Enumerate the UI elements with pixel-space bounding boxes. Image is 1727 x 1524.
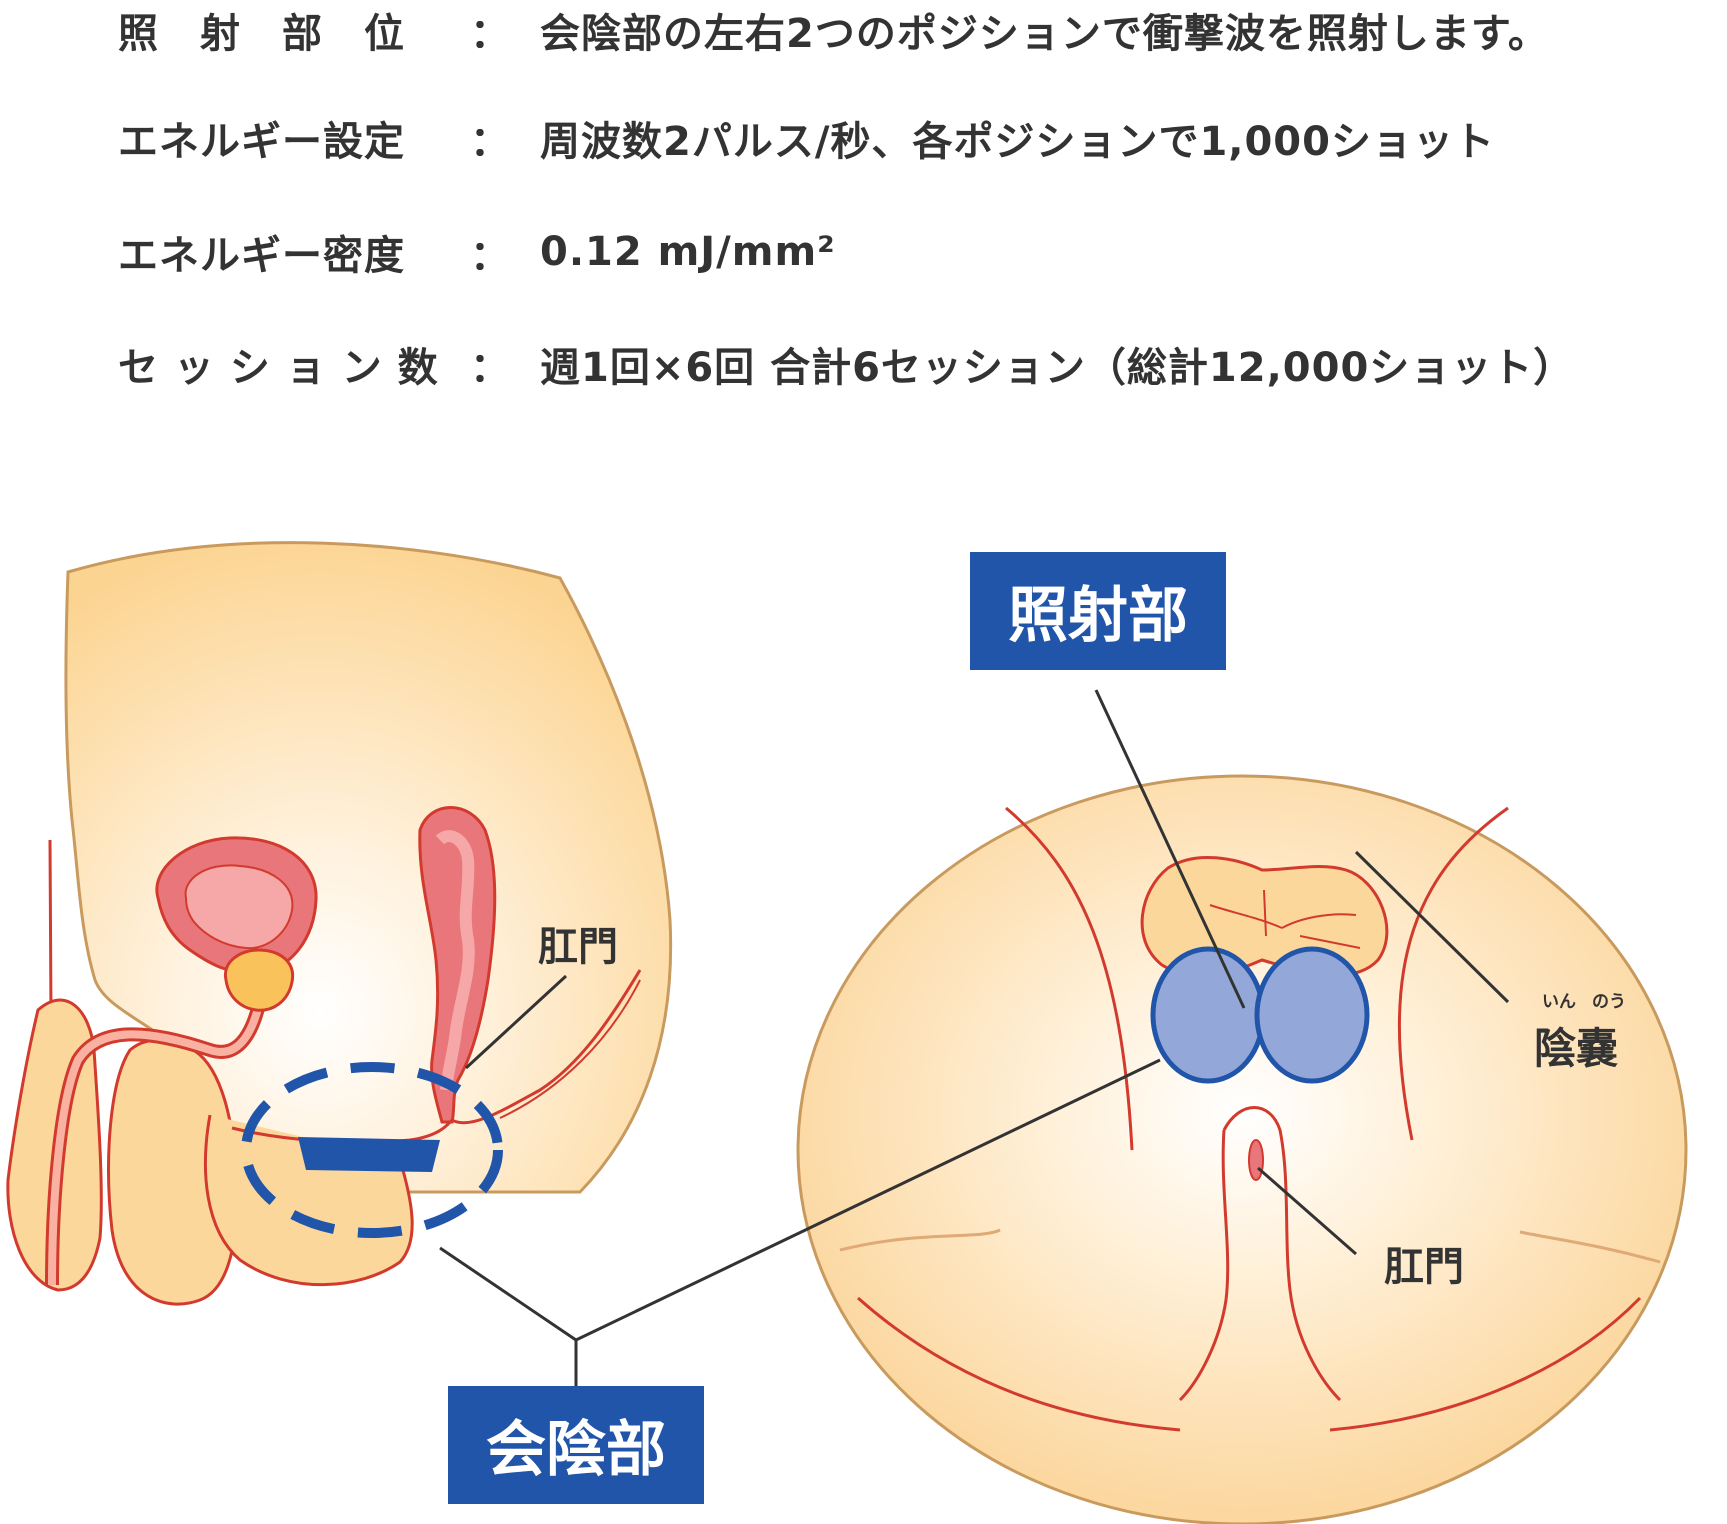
spec-row-sessions: セ ッ シ ョ ン 数 ： 週1回×6回 合計6セッション（総計12,000ショ…	[118, 334, 1574, 394]
gluteal-fold-right	[1329, 1296, 1642, 1432]
scrotum-ruby-in: いん	[1542, 992, 1576, 1012]
spec-colon: ：	[470, 11, 511, 57]
perineum-tag-text: 会陰部	[486, 1415, 666, 1485]
spec-value: 0.12 mJ/mm²	[540, 229, 836, 275]
spec-value: 周波数2パルス/秒、各ポジションで1,000ショット	[540, 119, 1495, 165]
perineum-view: いん のう 陰嚢 肛門	[796, 689, 1688, 1524]
gluteal-fold-left	[857, 1296, 1181, 1432]
spec-label: セ ッ シ ョ ン 数	[118, 345, 439, 391]
perineum-dashed-ellipse	[241, 1062, 503, 1238]
prostate	[223, 948, 295, 1012]
perineum-bracket	[439, 1058, 1161, 1386]
irradiation-leader	[1094, 689, 1246, 1009]
spec-colon: ：	[470, 345, 511, 391]
spec-row-position: 照 射 部 位 ： 会陰部の左右2つのポジションで衝撃波を照射します。	[118, 0, 1549, 60]
perineum-oval	[796, 774, 1688, 1524]
scrotum-ruby-nou: のう	[1592, 992, 1626, 1012]
bladder-inner	[184, 864, 294, 950]
spec-label: 照 射 部 位	[118, 11, 405, 57]
gluteal-line	[499, 979, 641, 1119]
perineum-tag-box	[448, 1386, 704, 1504]
anus-leader-right	[1257, 1166, 1357, 1256]
spec-label: エネルギー設定	[118, 119, 405, 165]
scrotum-fold-4	[1299, 935, 1361, 949]
rectum	[418, 806, 497, 1124]
target-right	[1254, 946, 1370, 1084]
rectum-inner	[435, 830, 475, 1091]
spec-row-energy-setting: エネルギー設定 ： 周波数2パルス/秒、各ポジションで1,000ショット	[118, 108, 1495, 168]
spec-value: 会陰部の左右2つのポジションで衝撃波を照射します。	[540, 11, 1549, 57]
spec-label: エネルギー密度	[118, 233, 405, 279]
irradiation-band	[298, 1137, 440, 1172]
urethra-inner	[48, 989, 266, 1286]
anus-leader-left	[464, 974, 568, 1070]
scrotum-fold-2	[1281, 913, 1357, 929]
spec-value: 週1回×6回 合計6セッション（総計12,000ショット）	[540, 345, 1575, 391]
right-thigh-curve	[1397, 806, 1509, 1141]
spec-colon: ：	[470, 233, 511, 279]
anus-mark	[1248, 1139, 1264, 1181]
spec-colon: ：	[470, 119, 511, 165]
perineum-tag: 会陰部	[448, 1386, 704, 1504]
gluteal-hint-left	[839, 1228, 1001, 1252]
scrotum-fold-1	[1209, 904, 1283, 929]
anus-label-left: 肛門	[538, 924, 618, 970]
scrotum-fold-3	[1263, 889, 1267, 937]
gluteal-hint-right	[1519, 1230, 1661, 1264]
anus-fold-left	[1178, 1129, 1230, 1402]
body-outline	[64, 541, 673, 1194]
scrotum-leader	[1354, 850, 1510, 1004]
side-view: 肛門	[6, 541, 673, 1306]
anus-fold	[1222, 1106, 1342, 1402]
spec-row-energy-density: エネルギー密度 ： 0.12 mJ/mm²	[118, 222, 836, 282]
anus-label-right: 肛門	[1384, 1244, 1464, 1290]
irradiation-tag-text: 照射部	[1008, 581, 1188, 651]
irradiation-tag: 照射部	[970, 552, 1226, 670]
target-left	[1150, 946, 1266, 1084]
scrotum-label: 陰嚢	[1534, 1024, 1618, 1073]
irradiation-tag-box	[970, 552, 1226, 670]
left-thigh-curve	[1005, 806, 1134, 1151]
